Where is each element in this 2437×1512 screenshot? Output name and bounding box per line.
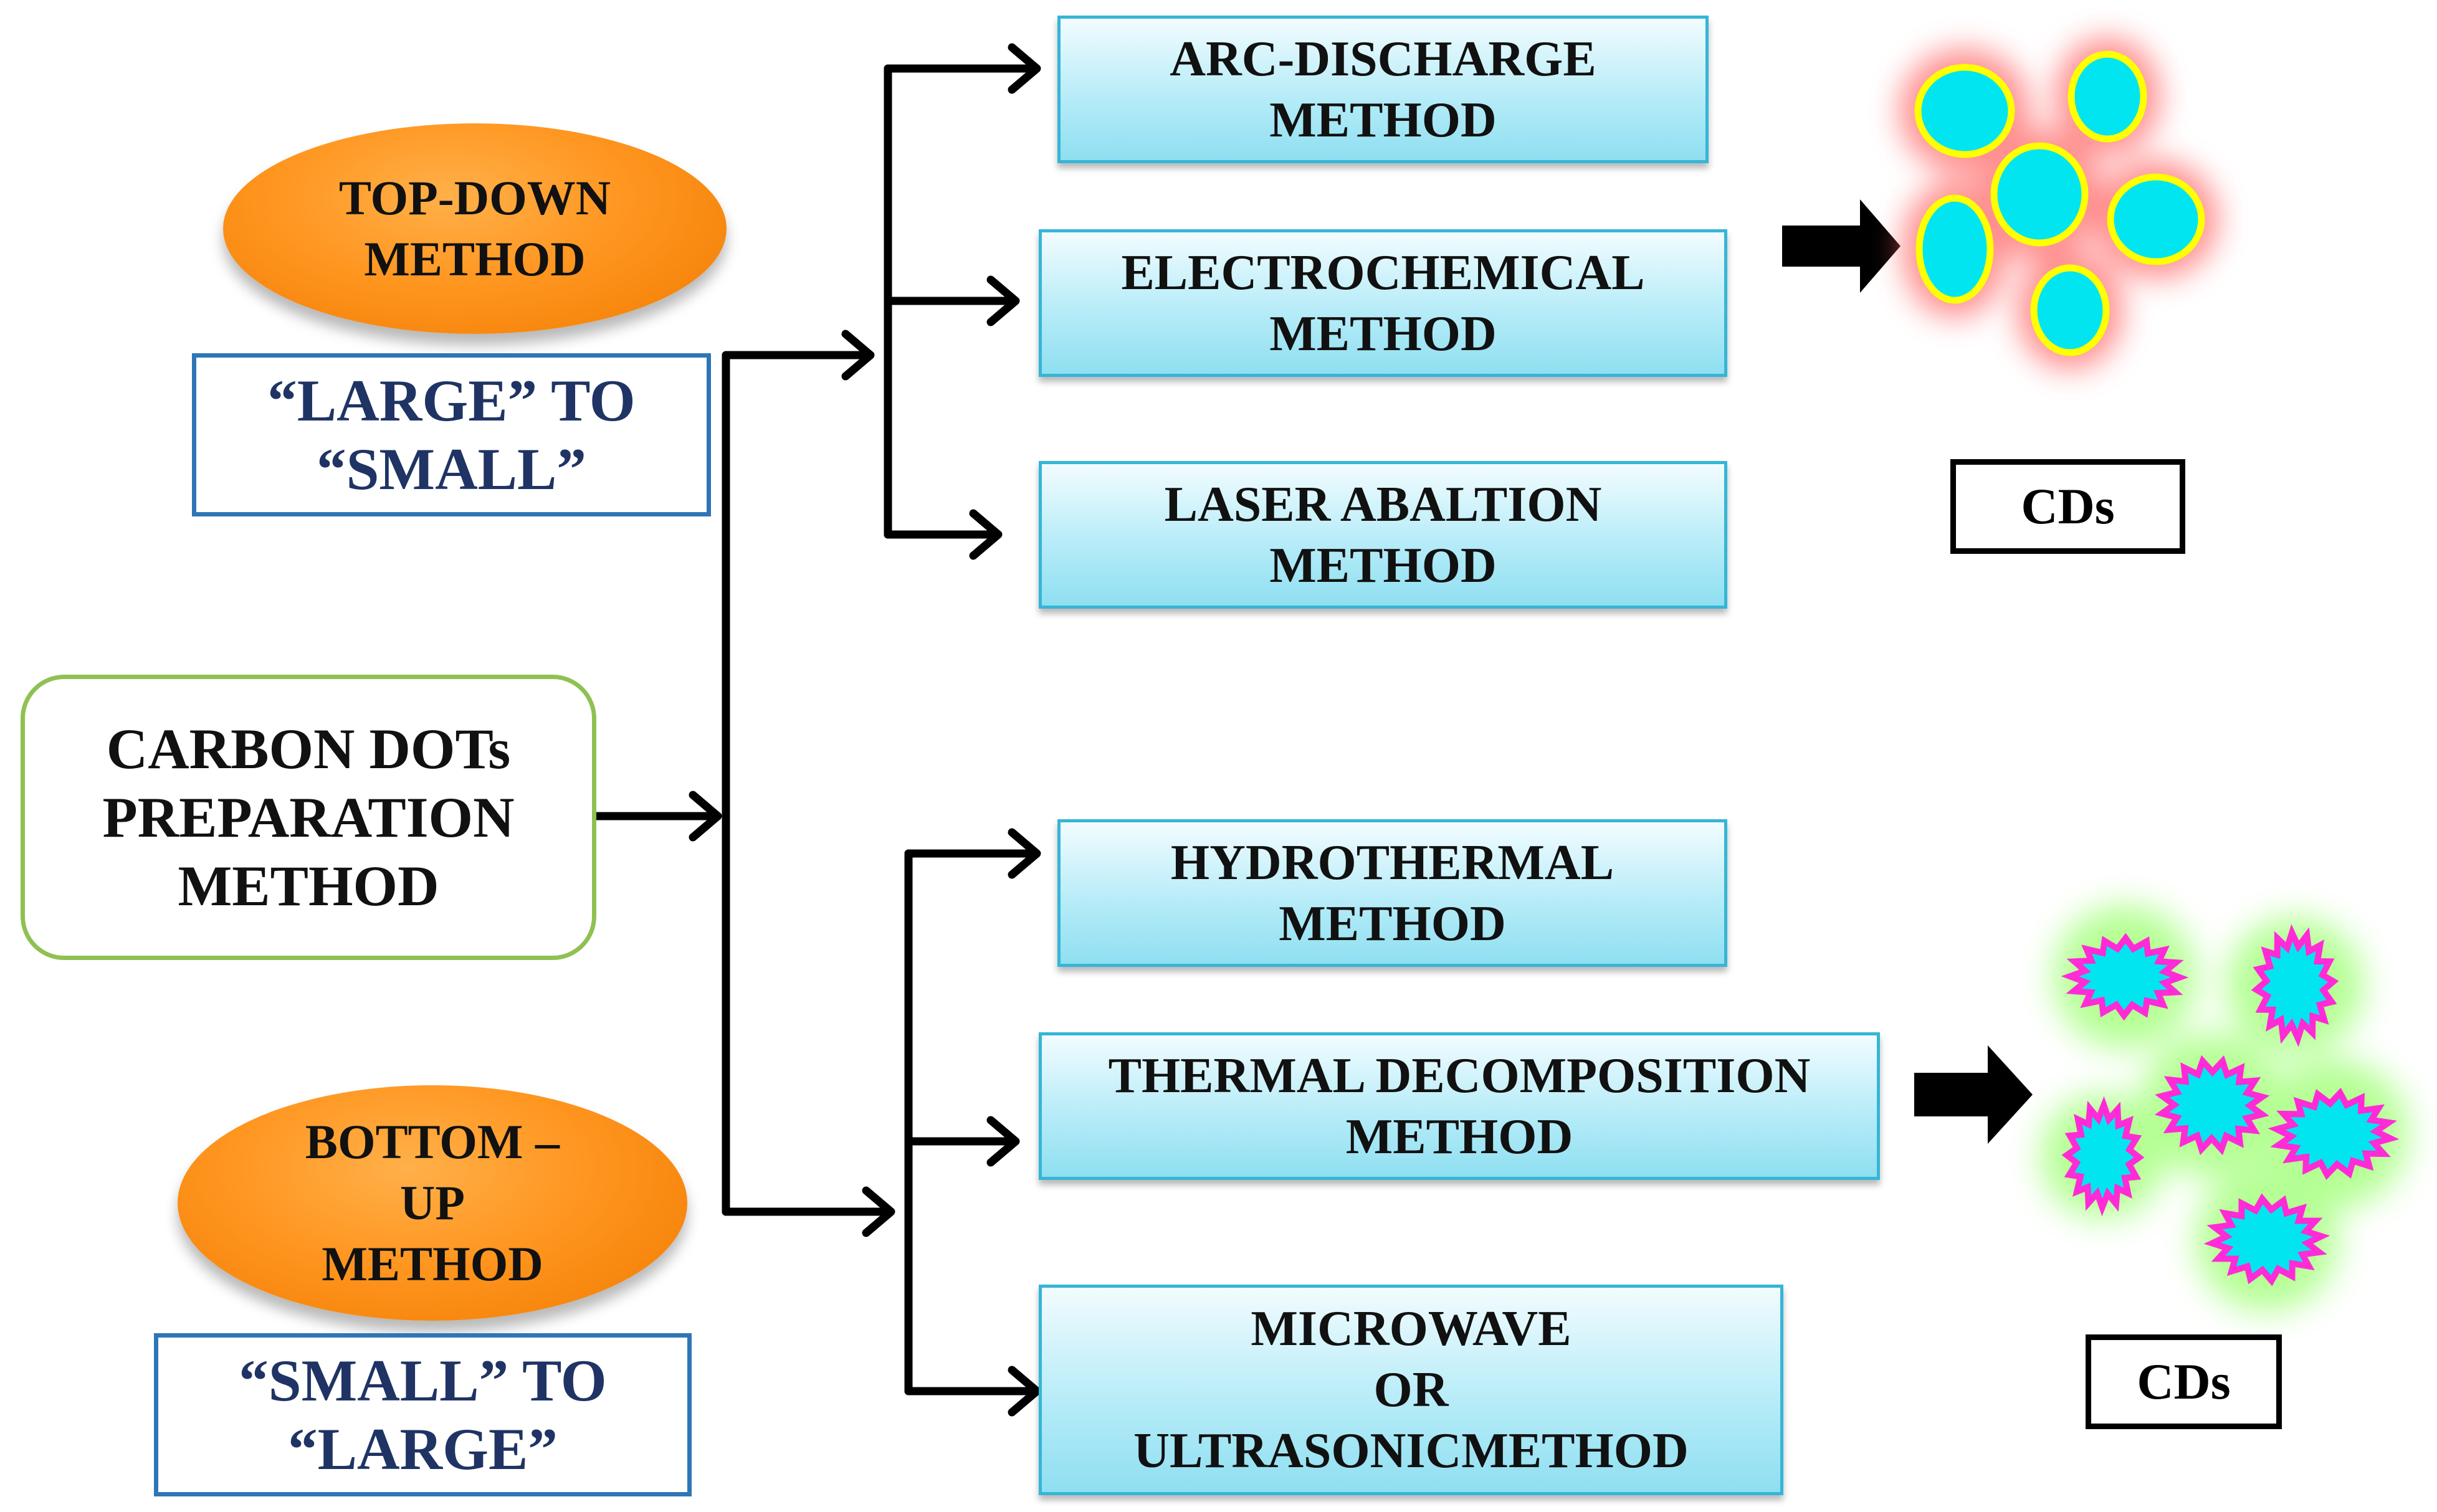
star-dot bbox=[2154, 1055, 2270, 1156]
sphere-dot bbox=[2030, 264, 2110, 356]
microwave-line-2: OR bbox=[1373, 1362, 1449, 1417]
arrowhead-laser-ablation bbox=[969, 509, 1003, 560]
star-dot bbox=[2203, 1193, 2330, 1286]
sphere-dot bbox=[1914, 64, 2015, 158]
arrowhead-hydrothermal bbox=[1008, 828, 1041, 879]
large-to-small-line-1: “LARGE” TO bbox=[267, 368, 636, 434]
arrowhead-microwave bbox=[1008, 1366, 1041, 1417]
electrochemical-method-box: ELECTROCHEMICAL METHOD bbox=[1039, 229, 1727, 377]
hydrothermal-method-box: HYDROTHERMAL METHOD bbox=[1057, 819, 1727, 967]
large-to-small-box: “LARGE” TO “SMALL” bbox=[192, 353, 711, 516]
thermal-decomposition-line-2: METHOD bbox=[1345, 1109, 1573, 1164]
carbon-dots-preparation-method-box: CARBON DOTs PREPARATION METHOD bbox=[21, 675, 596, 960]
microwave-ultrasonic-method-box: MICROWAVE OR ULTRASONICMETHOD bbox=[1039, 1285, 1783, 1495]
bottom-up-title-line-1: BOTTOM – bbox=[305, 1115, 560, 1169]
cds-label-top: CDs bbox=[1950, 459, 2185, 554]
arrowhead-arc-discharge bbox=[1008, 43, 1041, 94]
arrowhead-electrochemical bbox=[986, 275, 1020, 326]
sphere-dot bbox=[1990, 142, 2089, 247]
electrochemical-line-1: ELECTROCHEMICAL bbox=[1121, 245, 1645, 300]
star-dot bbox=[2061, 1096, 2145, 1217]
hydrothermal-line-1: HYDROTHERMAL bbox=[1170, 835, 1614, 890]
bottom-up-method-ellipse: BOTTOM – UP METHOD bbox=[178, 1085, 687, 1321]
thermal-decomposition-method-box: THERMAL DECOMPOSITION METHOD bbox=[1039, 1032, 1880, 1180]
sphere-dot bbox=[2067, 50, 2147, 143]
microwave-line-3: ULTRASONICMETHOD bbox=[1133, 1424, 1689, 1478]
laser-ablation-line-2: METHOD bbox=[1269, 538, 1497, 593]
arc-discharge-line-2: METHOD bbox=[1269, 92, 1497, 148]
arrowhead-thermal-decomposition bbox=[986, 1116, 1020, 1167]
laser-ablation-line-1: LASER ABALTION bbox=[1164, 477, 1602, 532]
star-dot bbox=[2268, 1087, 2400, 1181]
small-to-large-line-1: “SMALL” TO bbox=[239, 1348, 607, 1414]
thermal-decomposition-line-1: THERMAL DECOMPOSITION bbox=[1108, 1048, 1811, 1103]
star-dot bbox=[2251, 924, 2339, 1047]
small-to-large-box: “SMALL” TO “LARGE” bbox=[154, 1333, 692, 1496]
root-line-1: CARBON DOTs bbox=[106, 717, 511, 781]
bottom-up-title-line-3: METHOD bbox=[322, 1237, 543, 1291]
arrowhead-bottom-branch bbox=[862, 1186, 895, 1237]
top-down-title-line-1: TOP-DOWN bbox=[338, 171, 611, 225]
star-carbon-dots-illustration bbox=[2041, 905, 2408, 1311]
arc-discharge-method-box: ARC-DISCHARGE METHOD bbox=[1057, 16, 1709, 163]
bottom-up-title-line-2: UP bbox=[400, 1176, 465, 1230]
microwave-line-1: MICROWAVE bbox=[1251, 1301, 1571, 1356]
arrowhead-top-branch bbox=[841, 330, 875, 381]
cds-label-bottom-text: CDs bbox=[2137, 1353, 2231, 1410]
hydrothermal-line-2: METHOD bbox=[1279, 896, 1506, 951]
block-arrow-bottom-to-cds bbox=[1914, 1045, 2033, 1144]
top-down-title-line-2: METHOD bbox=[364, 232, 586, 286]
spherical-carbon-dots-illustration bbox=[1899, 37, 2218, 369]
large-to-small-line-2: “SMALL” bbox=[317, 436, 586, 502]
electrochemical-line-2: METHOD bbox=[1269, 306, 1497, 361]
arrowhead-root bbox=[689, 791, 722, 842]
sphere-dot bbox=[1915, 194, 1994, 304]
arc-discharge-line-1: ARC-DISCHARGE bbox=[1170, 31, 1596, 87]
cds-label-top-text: CDs bbox=[2021, 478, 2115, 535]
top-down-method-ellipse: TOP-DOWN METHOD bbox=[223, 123, 727, 334]
sphere-dot bbox=[2107, 173, 2205, 265]
root-line-2: PREPARATION bbox=[102, 786, 515, 849]
cds-label-bottom: CDs bbox=[2086, 1334, 2282, 1429]
block-arrow-top-to-cds bbox=[1782, 199, 1900, 293]
laser-ablation-method-box: LASER ABALTION METHOD bbox=[1039, 461, 1727, 609]
root-line-3: METHOD bbox=[178, 854, 439, 918]
star-dot bbox=[2061, 933, 2189, 1021]
small-to-large-line-2: “LARGE” bbox=[288, 1416, 558, 1482]
